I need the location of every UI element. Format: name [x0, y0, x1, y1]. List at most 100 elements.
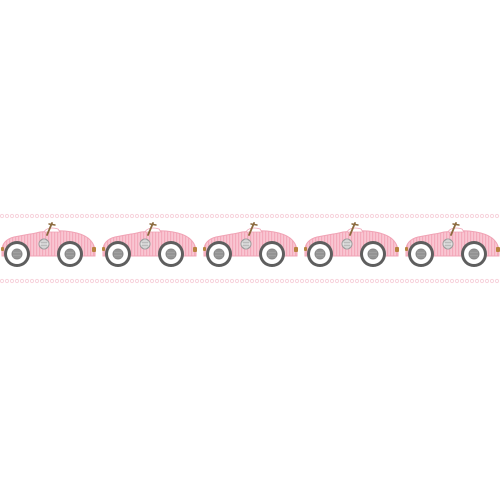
- border-dot: [234, 278, 240, 284]
- border-dot: [219, 278, 225, 284]
- border-dot: [449, 213, 455, 219]
- border-dot: [329, 278, 335, 284]
- border-dot: [144, 213, 150, 219]
- border-dot: [249, 278, 255, 284]
- border-dot: [399, 278, 405, 284]
- border-dot: [229, 278, 235, 284]
- border-dot: [349, 213, 355, 219]
- border-dot: [54, 278, 60, 284]
- border-dot: [179, 278, 185, 284]
- border-dot: [94, 213, 100, 219]
- pink-car: [405, 222, 500, 267]
- front-light: [304, 247, 307, 251]
- border-dot: [424, 213, 430, 219]
- border-dot: [254, 213, 260, 219]
- border-dot: [124, 278, 130, 284]
- border-dot: [369, 213, 375, 219]
- tail-light: [395, 247, 399, 252]
- pink-car: [304, 222, 399, 267]
- border-dot: [39, 278, 45, 284]
- border-dot: [9, 213, 15, 219]
- border-dot: [34, 278, 40, 284]
- border-dot: [9, 278, 15, 284]
- border-dot: [479, 213, 485, 219]
- border-dot: [324, 278, 330, 284]
- border-dot: [114, 278, 120, 284]
- border-dot: [49, 278, 55, 284]
- border-dot: [14, 213, 20, 219]
- border-dot: [44, 278, 50, 284]
- pink-car: [203, 222, 298, 267]
- border-dot: [64, 213, 70, 219]
- border-dot: [229, 213, 235, 219]
- border-dot: [274, 213, 280, 219]
- border-dot: [304, 278, 310, 284]
- border-dot: [124, 213, 130, 219]
- border-dot: [314, 278, 320, 284]
- border-dot: [134, 278, 140, 284]
- border-dot: [294, 213, 300, 219]
- border-dot: [204, 278, 210, 284]
- border-dot: [264, 213, 270, 219]
- border-dot: [189, 213, 195, 219]
- border-dot: [484, 213, 490, 219]
- border-dot: [24, 213, 30, 219]
- border-dot: [284, 278, 290, 284]
- border-dot: [224, 278, 230, 284]
- border-dot: [199, 213, 205, 219]
- border-dot: [74, 213, 80, 219]
- border-dot: [214, 278, 220, 284]
- border-dot: [449, 278, 455, 284]
- border-dot: [189, 278, 195, 284]
- car-border-svg: [0, 213, 500, 284]
- border-dot: [154, 213, 160, 219]
- border-dot: [84, 213, 90, 219]
- top-dot-border: [0, 213, 500, 219]
- border-dot: [484, 278, 490, 284]
- border-dot: [54, 213, 60, 219]
- car-cockpit: [245, 227, 263, 233]
- border-dot: [474, 278, 480, 284]
- front-light: [1, 247, 4, 251]
- border-dot: [59, 213, 65, 219]
- border-dot: [59, 278, 65, 284]
- car-cockpit: [447, 227, 465, 233]
- border-dot: [214, 213, 220, 219]
- border-dot: [39, 213, 45, 219]
- border-dot: [154, 278, 160, 284]
- border-dot: [194, 213, 200, 219]
- border-dot: [269, 278, 275, 284]
- pink-car: [102, 222, 197, 267]
- steering-wheel-rim: [250, 223, 258, 226]
- border-dot: [89, 278, 95, 284]
- border-dot: [414, 213, 420, 219]
- border-dot: [364, 213, 370, 219]
- border-dot: [329, 213, 335, 219]
- border-dot: [394, 278, 400, 284]
- border-dot: [24, 278, 30, 284]
- border-dot: [459, 213, 465, 219]
- border-dot: [439, 213, 445, 219]
- border-dot: [279, 278, 285, 284]
- border-dot: [149, 213, 155, 219]
- border-dot: [409, 278, 415, 284]
- border-dot: [84, 278, 90, 284]
- border-dot: [14, 278, 20, 284]
- border-dot: [489, 213, 495, 219]
- border-dot: [284, 213, 290, 219]
- border-dot: [219, 213, 225, 219]
- border-dot: [349, 278, 355, 284]
- border-dot: [29, 213, 35, 219]
- border-dot: [344, 213, 350, 219]
- border-dot: [319, 213, 325, 219]
- border-dot: [464, 213, 470, 219]
- border-dot: [4, 213, 10, 219]
- border-dot: [409, 213, 415, 219]
- border-dot: [359, 213, 365, 219]
- border-dot: [289, 278, 295, 284]
- steering-wheel-rim: [48, 223, 56, 226]
- border-dot: [159, 278, 165, 284]
- border-dot: [164, 213, 170, 219]
- border-dot: [279, 213, 285, 219]
